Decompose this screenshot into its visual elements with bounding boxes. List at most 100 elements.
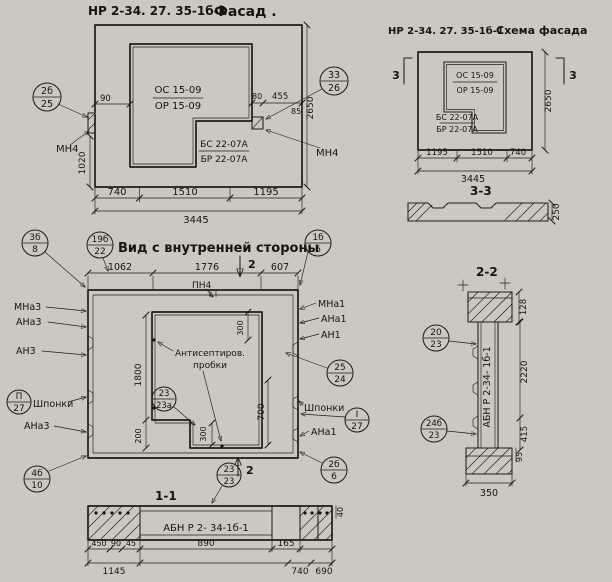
scheme-or-label: ОР 15-09 (457, 86, 494, 95)
scheme-section-flag-left (403, 57, 413, 85)
scheme-opening-outline (443, 61, 507, 134)
facade-dim-90: 90 (100, 94, 111, 104)
inner-flag-bottom-label: 2 (246, 464, 254, 477)
scheme-dim-1510: 1510 (471, 148, 493, 158)
inner-keyway-right-2 (292, 395, 299, 411)
section-2-2-keyway-3 (472, 415, 479, 430)
facade-mark-left-num: 2б (41, 86, 53, 97)
section-1-1-outline (87, 505, 333, 541)
inner-mark-p27-den: 27 (13, 404, 24, 414)
inner-view: 3б 8 19б 22 1б 6 Вид с внутренней сторон… (6, 229, 370, 503)
inner-mark-2323a-num: 23 (159, 389, 170, 399)
inner-mark-p27: П 27 (6, 389, 32, 415)
section-2-2-mark-2023: 20 23 (422, 324, 476, 352)
inner-mark-3b8-den: 8 (32, 245, 38, 255)
inner-mark-1b6-den: 6 (315, 245, 321, 255)
section-1-1-label: АБН Р 2- 34-1б-1 (163, 523, 249, 534)
inner-mark-3b8: 3б 8 (21, 229, 85, 287)
facade-view: НР 2-34. 27. 35-1б-1 Фасад . ОС 15-09 ОР… (32, 4, 349, 226)
inner-label-an1: АН1 (321, 330, 341, 341)
inner-panel-outline (87, 289, 299, 459)
inner-mark-2524: 25 24 (286, 353, 354, 387)
inner-keyway-left-3 (87, 423, 94, 439)
inner-keyway-right-1 (292, 341, 299, 357)
section-1-1-dim-1145: 1145 (103, 567, 126, 577)
inner-mark-1b6: 1б 6 (300, 229, 332, 285)
facade-dim-80: 80 (252, 92, 262, 101)
section-2-2-dim-2220: 2220 (520, 360, 530, 383)
inner-flag-top-label: 2 (248, 258, 256, 271)
facade-dim-740: 740 (107, 187, 126, 198)
inner-label-ana3-bottom: АНа3 (24, 421, 50, 432)
antiseptic-leader-2 (202, 370, 221, 441)
inner-mark-2b6: 2б 6 (300, 452, 348, 484)
facade-opening-inner-line (132, 46, 250, 165)
scheme-flag-right-label: 3 (569, 69, 577, 82)
section-3-3-thickness-dim: 250 (552, 203, 562, 220)
section-2-2: 2-2 128 АБН Р 2-34- 1б-1 2220 415 20 2 (420, 265, 530, 499)
inner-dim-607: 607 (271, 262, 289, 273)
section-1-1-dim-40: 40 (336, 507, 345, 517)
inner-dim-300-step: 300 (199, 426, 208, 441)
scheme-br-label: БР 22-07А (436, 125, 478, 134)
section-2-2-dim-350: 350 (480, 488, 498, 499)
facade-br-label: БР 22-07А (201, 155, 249, 165)
section-2-2-keyway-1 (472, 345, 479, 360)
inner-opening-inner-line (154, 314, 260, 446)
scheme-flag-left-label: 3 (392, 69, 400, 82)
facade-opening-outline (129, 43, 253, 168)
section-1-1-dim-45: 45 (126, 539, 136, 548)
inner-dim-1776: 1776 (195, 262, 219, 273)
inner-title: Вид с внутренней стороны (118, 241, 319, 256)
inner-mark-2b6-den: 6 (331, 472, 337, 482)
inner-mark-2323a-den: 23а (156, 401, 172, 411)
inner-label-shponki-left: Шпонки (33, 399, 73, 410)
facade-dim-1020: 1020 (78, 151, 88, 174)
inner-mark-19b22-den: 22 (94, 247, 105, 257)
facade-title-name: Фасад . (214, 4, 277, 20)
scheme-title-name: Схема фасада (496, 24, 587, 37)
scheme-title-code: НР 2-34. 27. 35-1б-1 (388, 25, 504, 37)
facade-mn4-left-label: МН4 (56, 144, 79, 155)
scheme-opening-inner-line (446, 64, 504, 131)
inner-antiseptic-line2: пробки (193, 361, 227, 371)
inner-label-mna1: МНа1 (318, 299, 345, 310)
inner-keyway-right-3 (292, 427, 299, 443)
section-2-2-mark-2023-num: 20 (430, 328, 442, 338)
section-2-2-mark-24b23-den: 23 (429, 431, 440, 441)
inner-label-ana1-top: АНа1 (321, 314, 347, 325)
facade-or-label: ОР 15-09 (155, 101, 201, 112)
facade-dim-1510: 1510 (172, 187, 197, 198)
facade-mark-left: 2б 25 (32, 82, 87, 117)
section-1-1-dim-450: 450 (91, 539, 106, 548)
facade-dim-2650: 2650 (306, 96, 316, 119)
inner-keyway-left-2 (87, 389, 94, 405)
inner-mark-4b10: 4б 10 (23, 456, 86, 493)
facade-mn4-right-label: МН4 (316, 148, 339, 159)
inner-label-an3: АН3 (16, 346, 36, 357)
section-1-1-dim-690: 690 (315, 567, 332, 577)
inner-mark-4b10-num: 4б (31, 469, 43, 479)
section-1-1-dim-890: 890 (197, 539, 214, 549)
section-1-1-dim-90: 90 (111, 539, 121, 548)
section-2-2-dim-415: 415 (520, 426, 530, 442)
inner-dim-200: 200 (134, 428, 143, 443)
section-2-2-bottom-block (465, 447, 513, 475)
inner-mark-i27: I 27 (301, 407, 370, 433)
scheme-bs-label: БС 22-07А (436, 113, 479, 122)
facade-panel-outline (94, 24, 303, 188)
inner-mark-2524-num: 25 (334, 363, 345, 373)
section-2-2-mark-2023-den: 23 (430, 340, 441, 350)
inner-mark-2323-num: 23 (224, 465, 235, 475)
inner-panel-inner-line (92, 294, 294, 454)
inner-mark-3b8-num: 3б (29, 233, 41, 243)
inner-label-ana1-bottom: АНа1 (311, 427, 337, 438)
inner-mark-i27-den: 27 (351, 422, 362, 432)
facade-mark-right: 33 26 (266, 66, 349, 119)
facade-bs-label: БС 22-07А (200, 140, 248, 150)
facade-right-anchor-detail (251, 116, 264, 130)
scheme-dim-1195: 1195 (426, 148, 448, 158)
facade-mark-right-num: 33 (328, 70, 340, 81)
facade-dim-1195: 1195 (253, 187, 278, 198)
